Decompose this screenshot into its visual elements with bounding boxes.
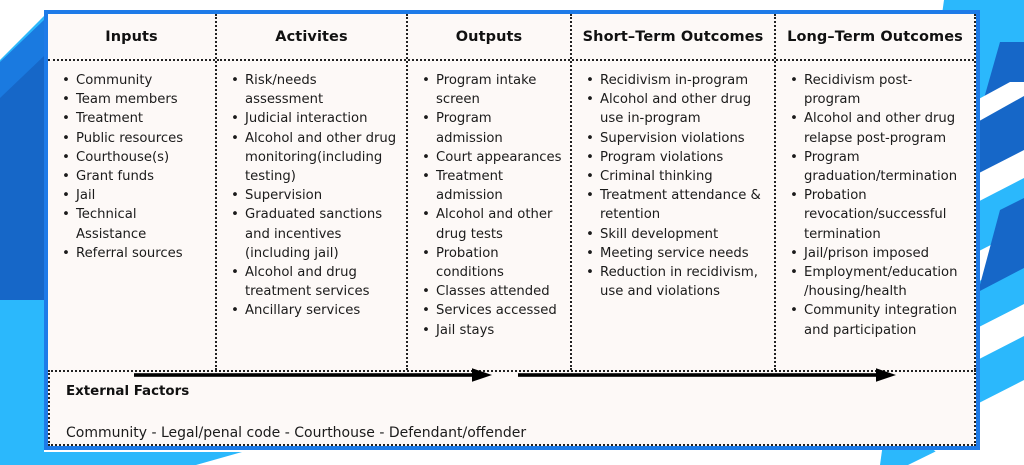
- list-outputs: Program intake screen Program admission …: [414, 71, 564, 340]
- column-body-short-term-outcomes: Recidivism in-program Alcohol and other …: [572, 61, 774, 370]
- list-item: Alcohol and other drug tests: [422, 205, 562, 243]
- list-item: Program graduation/termination: [790, 148, 966, 186]
- external-factors-panel: External Factors Community - Legal/penal…: [48, 370, 976, 446]
- logic-model-body: Inputs Community Team members Treatment …: [48, 14, 976, 446]
- list-item: Alcohol and other drug monitoring(includ…: [231, 129, 398, 187]
- list-item: Program intake screen: [422, 71, 562, 109]
- list-item: Supervision: [231, 186, 398, 205]
- column-header-long-term-outcomes: Long–Term Outcomes: [776, 14, 974, 61]
- list-item: Alcohol and drug treatment services: [231, 263, 398, 301]
- list-activities: Risk/needs assessment Judicial interacti…: [223, 71, 400, 321]
- list-item: Grant funds: [62, 167, 207, 186]
- list-item: Reduction in recidivism, use and violati…: [586, 263, 766, 301]
- column-body-activities: Risk/needs assessment Judicial interacti…: [217, 61, 406, 370]
- list-item: Alcohol and other drug relapse post-prog…: [790, 109, 966, 147]
- list-item: Skill development: [586, 225, 766, 244]
- column-header-inputs: Inputs: [48, 14, 215, 61]
- list-item: Court appearances: [422, 148, 562, 167]
- list-item: Supervision violations: [586, 129, 766, 148]
- list-item: Community integration and participation: [790, 301, 966, 339]
- list-item: Public resources: [62, 129, 207, 148]
- list-item: Probation revocation/successful terminat…: [790, 186, 966, 244]
- column-body-inputs: Community Team members Treatment Public …: [48, 61, 215, 370]
- list-item: Judicial interaction: [231, 109, 398, 128]
- list-item: Jail: [62, 186, 207, 205]
- decor-shape-left-bottom-wedge: [96, 452, 242, 465]
- list-inputs: Community Team members Treatment Public …: [54, 71, 209, 263]
- external-factors-text: Community - Legal/penal code - Courthous…: [66, 425, 527, 441]
- list-item: Team members: [62, 90, 207, 109]
- list-item: Program admission: [422, 109, 562, 147]
- column-header-activities: Activites: [217, 14, 406, 61]
- column-body-long-term-outcomes: Recidivism post-program Alcohol and othe…: [776, 61, 974, 370]
- decor-shape-left-light-bottom: [0, 300, 240, 465]
- list-item: Meeting service needs: [586, 244, 766, 263]
- column-activities: Activites Risk/needs assessment Judicial…: [217, 14, 408, 370]
- list-item: Courthouse(s): [62, 148, 207, 167]
- list-item: Treatment: [62, 109, 207, 128]
- decor-shape-left-dark: [0, 56, 44, 348]
- list-item: Recidivism post-program: [790, 71, 966, 109]
- list-item: Risk/needs assessment: [231, 71, 398, 109]
- list-item: Recidivism in-program: [586, 71, 766, 90]
- list-item: Treatment admission: [422, 167, 562, 205]
- column-outputs: Outputs Program intake screen Program ad…: [408, 14, 572, 370]
- column-short-term-outcomes: Short–Term Outcomes Recidivism in-progra…: [572, 14, 776, 370]
- list-item: Alcohol and other drug use in-program: [586, 90, 766, 128]
- column-inputs: Inputs Community Team members Treatment …: [48, 14, 217, 370]
- external-factors-title: External Factors: [66, 384, 190, 399]
- list-long-term-outcomes: Recidivism post-program Alcohol and othe…: [782, 71, 968, 340]
- list-item: Community: [62, 71, 207, 90]
- list-item: Ancillary services: [231, 301, 398, 320]
- list-item: Criminal thinking: [586, 167, 766, 186]
- column-header-short-term-outcomes: Short–Term Outcomes: [572, 14, 774, 61]
- list-item: Graduated sanctions and incentives (incl…: [231, 205, 398, 263]
- logic-model-matrix: Inputs Community Team members Treatment …: [48, 14, 976, 382]
- list-short-term-outcomes: Recidivism in-program Alcohol and other …: [578, 71, 768, 301]
- list-item: Employment/education /housing/health: [790, 263, 966, 301]
- column-body-outputs: Program intake screen Program admission …: [408, 61, 570, 370]
- list-item: Classes attended: [422, 282, 562, 301]
- list-item: Program violations: [586, 148, 766, 167]
- list-item: Referral sources: [62, 244, 207, 263]
- list-item: Technical Assistance: [62, 205, 207, 243]
- list-item: Services accessed: [422, 301, 562, 320]
- list-item: Treatment attendance & retention: [586, 186, 766, 224]
- list-item: Jail/prison imposed: [790, 244, 966, 263]
- list-item: Probation conditions: [422, 244, 562, 282]
- column-long-term-outcomes: Long–Term Outcomes Recidivism post-progr…: [776, 14, 976, 370]
- list-item: Jail stays: [422, 321, 562, 340]
- logic-model-frame: Inputs Community Team members Treatment …: [44, 10, 980, 450]
- column-header-outputs: Outputs: [408, 14, 570, 61]
